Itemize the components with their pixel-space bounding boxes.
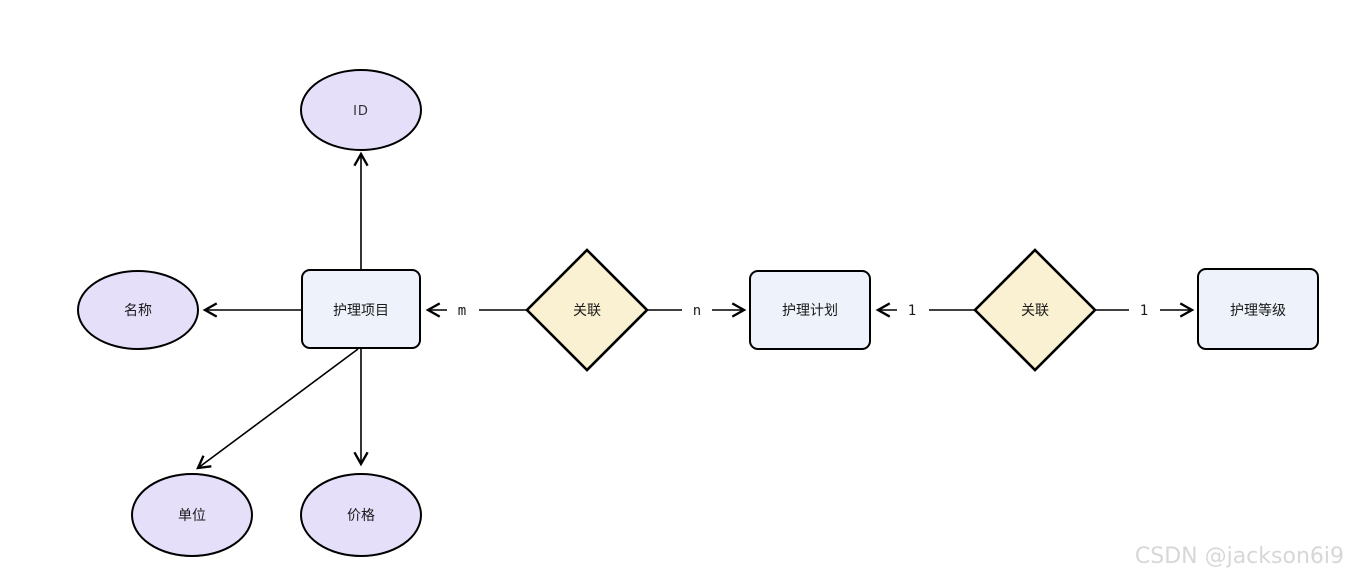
entity-nursing-level: 护理等级: [1197, 268, 1319, 350]
attribute-label-id: ID: [353, 104, 369, 119]
attribute-ellipse-unit: [131, 473, 253, 557]
connectors: [196, 151, 1195, 470]
relationship-diamond-plan-level: [973, 248, 1097, 372]
cardinality-labels: m n 1 1: [458, 303, 1148, 319]
relationship-label-item-plan: 关联: [573, 303, 601, 319]
attribute-name: 名称: [77, 270, 199, 350]
attribute-label-price: 价格: [347, 508, 375, 524]
entity-label-nursing-plan: 护理计划: [782, 303, 838, 319]
entity-rect-nursing-item: [301, 269, 421, 349]
cardinality-n: n: [693, 303, 701, 319]
relationship-label-plan-level: 关联: [1021, 303, 1049, 319]
entity-nursing-plan: 护理计划: [749, 270, 871, 350]
attribute-ellipse-id: [300, 69, 422, 151]
entity-rect-nursing-plan: [749, 270, 871, 350]
cardinality-1-left: 1: [908, 303, 916, 319]
edge-item-to-unit: [196, 348, 359, 470]
relationship-plan-level: 关联: [973, 248, 1097, 372]
relationship-item-plan: 关联: [525, 248, 649, 372]
entity-label-nursing-level: 护理等级: [1230, 302, 1286, 319]
attribute-ellipse-price: [300, 473, 422, 557]
relationship-diamond-item-plan: [525, 248, 649, 372]
entity-label-nursing-item: 护理项目: [333, 303, 389, 319]
attribute-label-name: 名称: [124, 303, 152, 319]
entity-rect-nursing-level: [1197, 268, 1319, 350]
attribute-ellipse-name: [77, 270, 199, 350]
entity-nursing-item: 护理项目: [301, 269, 421, 349]
csdn-watermark: CSDN @jackson6i9: [1135, 544, 1344, 569]
attribute-label-unit: 单位: [178, 508, 206, 524]
attribute-unit: 单位: [131, 473, 253, 557]
attribute-price: 价格: [300, 473, 422, 557]
attribute-id: ID: [300, 69, 422, 151]
cardinality-1-right: 1: [1140, 303, 1148, 319]
cardinality-m: m: [458, 303, 466, 319]
